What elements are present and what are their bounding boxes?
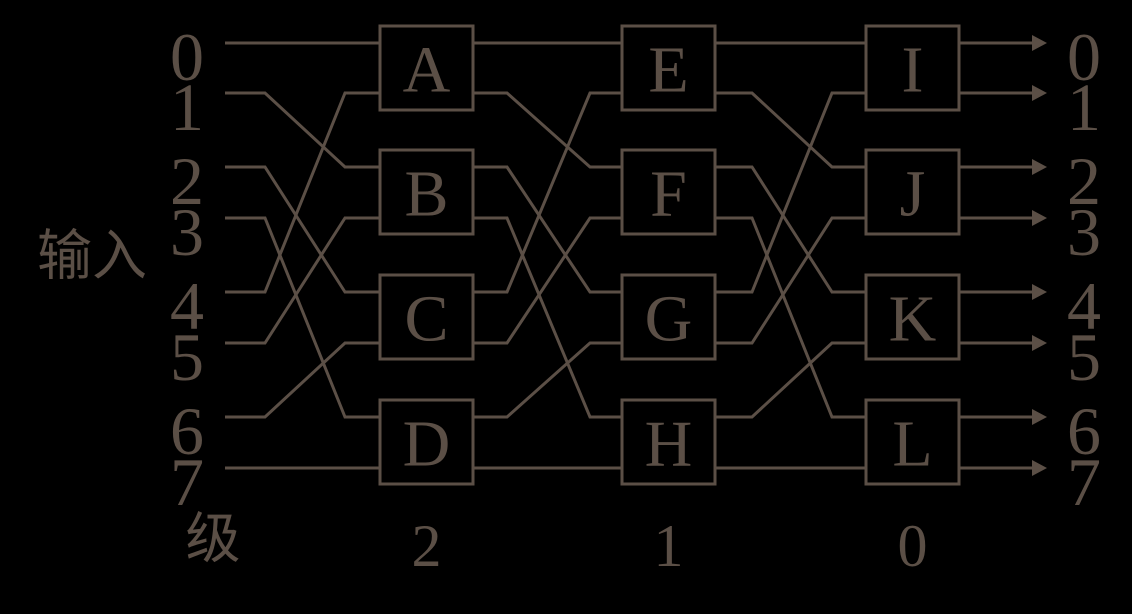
switch-box-D: [378, 398, 475, 486]
input-label-2: 2: [170, 143, 204, 219]
output-label-5: 5: [1067, 319, 1101, 395]
output-label-6: 6: [1067, 393, 1101, 469]
output-arrowhead-4: [1032, 284, 1047, 300]
interconnect-wires: [225, 41, 866, 470]
output-label-7: 7: [1067, 444, 1101, 520]
stage-number-0: 0: [898, 513, 928, 579]
switch-box-H: [620, 398, 717, 486]
input-label-6: 6: [170, 393, 204, 469]
switch-label-A: A: [403, 34, 451, 107]
switch-label-K: K: [889, 283, 937, 356]
wire-stage-2-p5-to-stage-1-p3: [473, 216, 622, 345]
input-label-5: 5: [170, 319, 204, 395]
stage-number-1: 1: [654, 513, 684, 579]
switch-label-C: C: [404, 283, 448, 356]
wire-stage-2-p2-to-stage-1-p4: [473, 165, 622, 294]
switch-box-A: [378, 24, 475, 112]
switch-box-C: [378, 273, 475, 361]
switch-box-G: [620, 273, 717, 361]
stage-caption: 级: [185, 509, 240, 570]
switch-label-I: I: [902, 34, 924, 107]
switch-box-K: [864, 273, 961, 361]
wire-stage-1-p2-to-stage-0-p4: [715, 165, 866, 294]
wire-stage-1-p5-to-stage-0-p3: [715, 216, 866, 345]
wire-stage-2-p3-to-stage-1-p6: [473, 216, 622, 419]
output-label-3: 3: [1067, 194, 1101, 270]
wire-stage-1-p3-to-stage-0-p6: [715, 216, 866, 419]
input-label-7: 7: [170, 444, 204, 520]
switch-box-E: [620, 24, 717, 112]
stage-labels: 2 1 0: [412, 513, 928, 579]
switch-box-I: [864, 24, 961, 112]
output-arrowhead-5: [1032, 335, 1047, 351]
input-label-3: 3: [170, 194, 204, 270]
wire-stage-2-p6-to-stage-1-p5: [473, 341, 622, 419]
switch-label-H: H: [645, 408, 693, 481]
wire-inputs-p2-to-stage-2-p4: [225, 165, 380, 294]
output-arrowhead-1: [1032, 85, 1047, 101]
switch-label-D: D: [403, 408, 451, 481]
switch-label-L: L: [892, 408, 932, 481]
switch-box-L: [864, 398, 961, 486]
output-arrowhead-7: [1032, 460, 1047, 476]
output-label-0: 0: [1067, 19, 1101, 95]
output-arrowhead-2: [1032, 159, 1047, 175]
wire-inputs-p4-to-stage-2-p1: [225, 91, 380, 294]
wire-stage-2-p4-to-stage-1-p1: [473, 91, 622, 294]
output-label-2: 2: [1067, 143, 1101, 219]
input-label-0: 0: [170, 19, 204, 95]
output-arrowhead-0: [1032, 35, 1047, 51]
input-label-1: 1: [170, 69, 204, 145]
wire-inputs-p5-to-stage-2-p3: [225, 216, 380, 345]
switch-box-F: [620, 148, 717, 236]
output-arrowhead-3: [1032, 210, 1047, 226]
switch-box-J: [864, 148, 961, 236]
wire-inputs-p6-to-stage-2-p5: [225, 341, 380, 419]
wire-stage-1-p4-to-stage-0-p1: [715, 91, 866, 294]
wire-stage-2-p1-to-stage-1-p2: [473, 91, 622, 169]
input-caption: 输入: [37, 226, 147, 287]
stage-number-2: 2: [412, 513, 442, 579]
switch-label-G: G: [645, 283, 693, 356]
switch-label-E: E: [648, 34, 688, 107]
switch-label-B: B: [404, 158, 448, 231]
wire-stage-1-p1-to-stage-0-p2: [715, 91, 866, 169]
output-label-1: 1: [1067, 69, 1101, 145]
wire-inputs-p1-to-stage-2-p2: [225, 91, 380, 169]
switch-label-J: J: [900, 158, 926, 231]
wire-inputs-p3-to-stage-2-p6: [225, 216, 380, 419]
output-label-4: 4: [1067, 268, 1101, 344]
wire-stage-1-p6-to-stage-0-p5: [715, 341, 866, 419]
switch-box-B: [378, 148, 475, 236]
output-arrowhead-6: [1032, 409, 1047, 425]
output-arrows: [959, 35, 1047, 476]
switch-label-F: F: [650, 158, 687, 231]
input-label-4: 4: [170, 268, 204, 344]
